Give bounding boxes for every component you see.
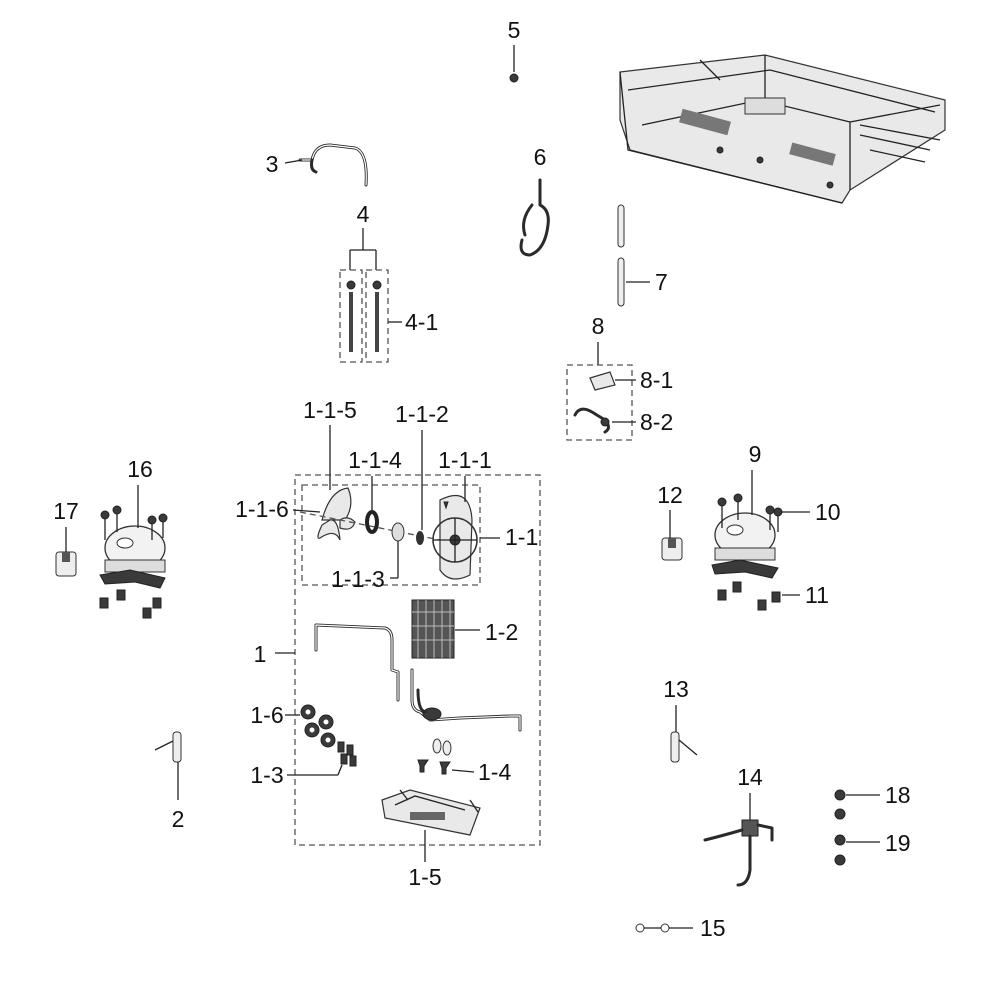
label-1-4: 1-4 (478, 759, 511, 785)
label-17: 17 (53, 498, 79, 524)
label-3: 3 (266, 151, 279, 177)
part-19-grommets (834, 834, 846, 866)
machine-compartment-base (619, 54, 946, 204)
label-8: 8 (592, 313, 605, 339)
part-6-pipe (519, 178, 550, 257)
label-19: 19 (885, 830, 911, 856)
part-1-1-3-washer (391, 522, 405, 542)
part-1-assembly-boundary (294, 474, 541, 846)
label-16: 16 (127, 456, 153, 482)
part-1-1-4-ring (365, 510, 379, 534)
part-15-fittings (635, 923, 670, 933)
part-14-valve (703, 819, 774, 887)
part-1-1-5-fan-blade (317, 487, 356, 541)
label-18: 18 (885, 782, 911, 808)
part-1-1-fan-assembly-boundary (301, 484, 481, 586)
part-8-sensor-assembly (566, 342, 633, 441)
label-7: 7 (655, 269, 668, 295)
label-1-5: 1-5 (408, 864, 441, 890)
label-1-1: 1-1 (505, 524, 538, 550)
label-1-1-2: 1-1-2 (395, 401, 449, 427)
label-4: 4 (357, 201, 370, 227)
label-1-1-3: 1-1-3 (331, 566, 385, 592)
part-12-relay-cover (661, 537, 683, 561)
label-10: 10 (815, 499, 841, 525)
label-13: 13 (663, 676, 689, 702)
part-1-pipe (314, 623, 522, 732)
part-1-1-2-bushing (416, 531, 424, 545)
part-17-relay-cover (55, 551, 77, 577)
label-8-1: 8-1 (640, 367, 673, 393)
label-5: 5 (508, 17, 521, 43)
label-1-1-6: 1-1-6 (235, 496, 289, 522)
part-1-3-sleeves (337, 741, 357, 767)
part-9-compressor (711, 493, 783, 611)
part-7-fuse (617, 204, 625, 307)
label-9: 9 (749, 441, 762, 467)
label-1-3: 1-3 (250, 762, 283, 788)
part-18-grommets (834, 789, 846, 820)
label-1: 1 (254, 641, 267, 667)
label-8-2: 8-2 (640, 409, 673, 435)
part-16-compressor (99, 505, 168, 619)
label-15: 15 (700, 915, 726, 941)
part-1-6-grommets (300, 704, 336, 748)
label-4-1: 4-1 (405, 309, 438, 335)
part-4-heater-set (339, 228, 389, 363)
part-13-fuse (670, 731, 698, 763)
label-11: 11 (805, 582, 829, 608)
label-1-1-5: 1-1-5 (303, 397, 357, 423)
label-12: 12 (657, 482, 683, 508)
label-1-1-4: 1-1-4 (348, 447, 402, 473)
part-1-1-1-fan-motor (432, 495, 478, 580)
label-6: 6 (534, 144, 547, 170)
part-1-4-clips (417, 738, 452, 775)
label-1-2: 1-2 (485, 619, 518, 645)
part-5-screw (509, 45, 519, 83)
label-1-6: 1-6 (250, 702, 283, 728)
label-14: 14 (737, 764, 763, 790)
label-2: 2 (172, 806, 185, 832)
part-2-fuse (154, 731, 182, 763)
part-1-2-condenser (411, 599, 455, 659)
part-3-pipe (298, 143, 368, 187)
part-1-5-tray (381, 789, 481, 836)
label-1-1-1: 1-1-1 (438, 447, 492, 473)
